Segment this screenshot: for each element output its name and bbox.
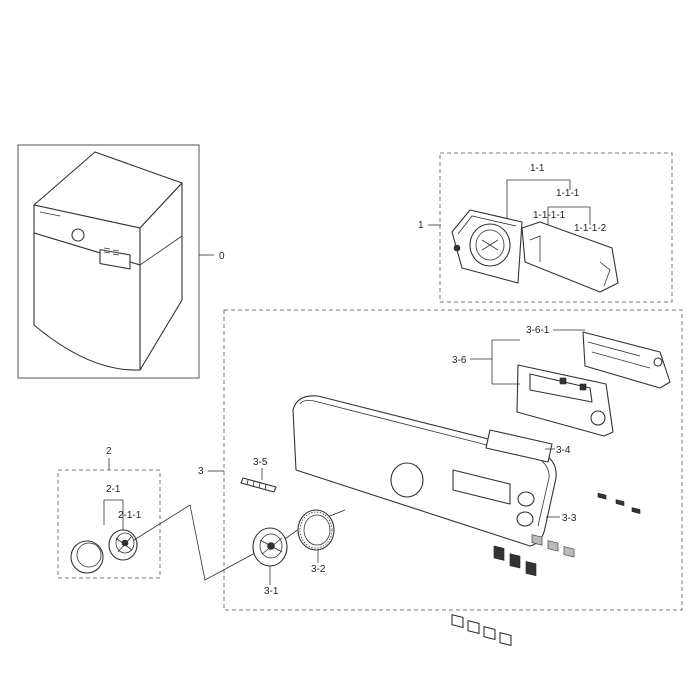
label-1-1-1: 1-1-1 xyxy=(556,188,580,199)
panel-bracket xyxy=(582,331,671,514)
leader-1-1-1 xyxy=(547,206,591,225)
knob-cap xyxy=(70,540,104,574)
group-3-control-panel: 3 3-3 xyxy=(133,309,683,646)
group-1-pcb: 1 1-1 1-1-1 1-1-1-1 1-1-1-2 xyxy=(418,152,673,422)
label-2-1: 2-1 xyxy=(106,484,121,495)
leader-1-1 xyxy=(506,179,571,230)
group-1-frame xyxy=(439,152,673,303)
washer-cabinet xyxy=(33,151,183,371)
group-3-frame xyxy=(223,309,683,611)
dial-knob xyxy=(252,527,288,567)
group-2-knob: 2 2-1 2-1-1 xyxy=(57,446,161,579)
group-0-frame xyxy=(17,144,200,379)
label-2-1-1: 2-1-1 xyxy=(118,510,142,521)
label-1: 1 xyxy=(418,220,424,231)
label-0: 0 xyxy=(219,251,225,262)
label-1-1-1-1: 1-1-1-1 xyxy=(533,210,566,221)
dial-ring xyxy=(297,509,335,551)
label-3-6: 3-6 xyxy=(452,355,467,366)
label-3-6-1: 3-6-1 xyxy=(526,325,550,336)
label-3-3: 3-3 xyxy=(562,513,577,524)
connector-2-to-3 xyxy=(133,504,256,581)
pcb-front-panel xyxy=(451,209,523,284)
leader-3-6 xyxy=(470,339,520,385)
label-1-1-1-2: 1-1-1-2 xyxy=(574,223,607,234)
panel-pcb-frame xyxy=(516,364,614,558)
control-panel-body xyxy=(292,395,557,646)
label-1-1: 1-1 xyxy=(530,163,545,174)
label-3-2: 3-2 xyxy=(311,564,326,575)
small-spring-part xyxy=(240,477,277,493)
button-keypad xyxy=(485,429,553,577)
knob-base xyxy=(108,529,138,561)
label-3-5: 3-5 xyxy=(253,457,268,468)
group-0-washer: 0 xyxy=(17,144,225,379)
label-3-1: 3-1 xyxy=(264,586,279,597)
label-3: 3 xyxy=(198,466,204,477)
leader-2-1 xyxy=(103,499,124,530)
label-2: 2 xyxy=(106,446,112,457)
label-3-4: 3-4 xyxy=(556,445,571,456)
